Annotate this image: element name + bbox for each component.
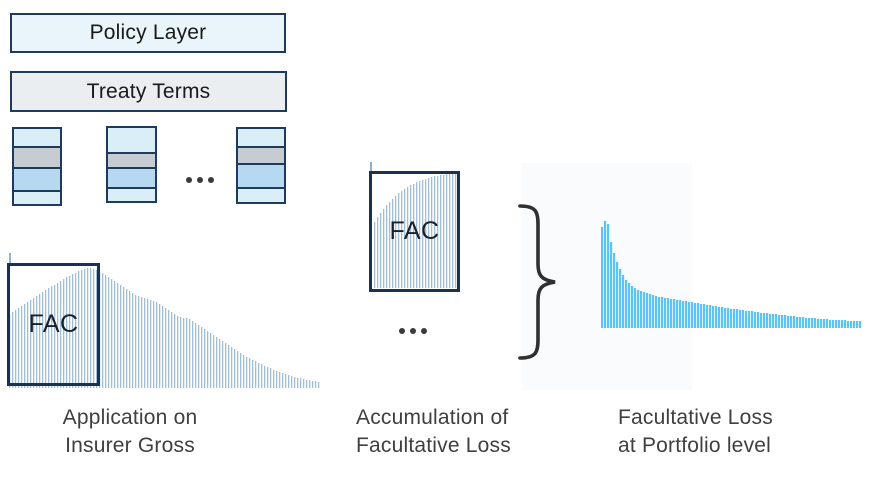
caption-application-on-insurer-gross: Application on Insurer Gross [25,404,235,460]
fac-accumulation-histogram [372,174,457,289]
axis-tick [370,162,372,171]
treaty-terms-box: Treaty Terms [10,71,287,112]
caption-line: Facultative Loss [356,434,511,457]
fac-mid-label: FAC [389,217,440,245]
dot-icon [197,177,203,183]
ellipsis-icon [399,328,427,334]
dot-icon [421,328,427,334]
caption-line: at Portfolio level [618,434,772,457]
caption-line: Facultative Loss [618,406,773,429]
portfolio-loss-histogram [595,213,867,330]
fac-left-label: FAC [28,310,79,338]
fac-accumulation-box: FAC [369,171,460,292]
layer-segment-gray [108,152,155,167]
layer-segment-light [108,187,155,201]
layer-segment-blue [108,167,155,187]
layer-segment-blue [14,167,60,190]
layer-segment-gray [14,146,60,167]
layer-segment-light [238,129,284,146]
caption-line: Accumulation of [356,406,509,429]
layer-segment-light [238,187,284,202]
treaty-terms-label: Treaty Terms [86,79,211,103]
caption-facultative-loss-at-portfolio-level: Facultative Loss at Portfolio level [618,404,838,460]
fac-outline-rect: FAC [7,263,100,386]
dot-icon [208,177,214,183]
curly-brace-icon [512,202,562,362]
layer-segment-light [108,128,155,152]
caption-line: Application on [62,406,198,429]
caption-accumulation-of-facultative-loss: Accumulation of Facultative Loss [356,404,576,460]
dot-icon [186,177,192,183]
ellipsis-icon [186,177,214,183]
axis-tick [9,253,11,263]
layer-segment-light [14,129,60,146]
dot-icon [399,328,405,334]
policy-layer-box: Policy Layer [10,13,286,53]
layer-segment-gray [238,146,284,163]
layer-stack-icon-3 [236,127,286,204]
layer-stack-icon-2 [106,126,157,203]
policy-layer-label: Policy Layer [89,21,207,44]
layer-segment-blue [238,163,284,187]
layer-stack-icon-1 [12,127,62,206]
dot-icon [410,328,416,334]
layer-segment-light [14,190,60,204]
caption-line: Insurer Gross [65,434,195,457]
